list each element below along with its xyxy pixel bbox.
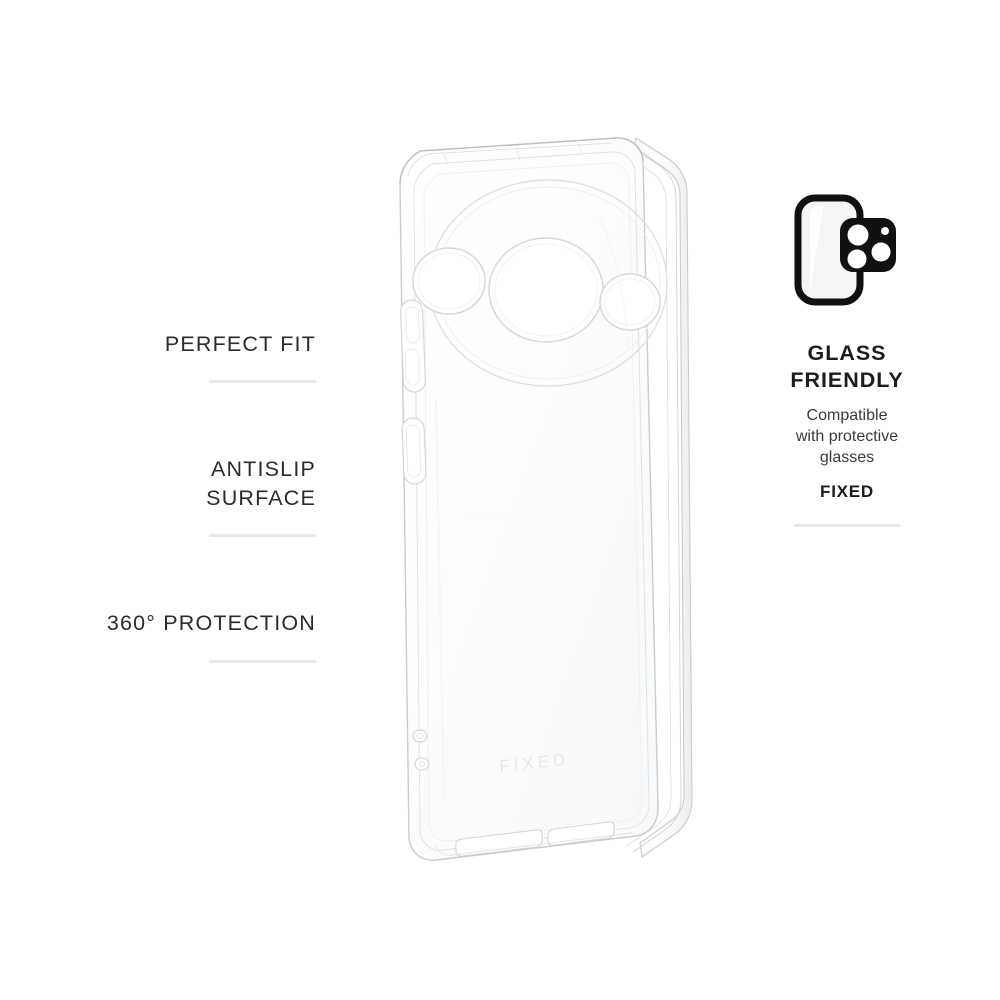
charging-port-cutout bbox=[547, 821, 615, 846]
case-side-port-holes bbox=[412, 729, 430, 771]
case-reflections bbox=[435, 219, 641, 801]
case-bottom-cutouts bbox=[435, 821, 633, 857]
camera-cutout bbox=[412, 179, 668, 387]
feature-label: PERFECT FIT bbox=[164, 332, 316, 356]
glass-friendly-badge: GLASS FRIENDLY Compatible with protectiv… bbox=[752, 190, 942, 527]
case-button-cutouts bbox=[400, 299, 427, 485]
feature-item-antislip-surface: ANTISLIP SURFACE bbox=[60, 455, 316, 538]
camera-lens-small bbox=[599, 273, 661, 331]
phone-case-drawing: FIXED bbox=[399, 137, 693, 861]
feature-divider bbox=[209, 534, 316, 538]
badge-divider bbox=[794, 523, 900, 527]
badge-subtitle: Compatible with protective glasses bbox=[795, 407, 899, 466]
feature-divider bbox=[209, 659, 316, 663]
case-top-lip bbox=[399, 137, 644, 185]
feature-label: ANTISLIP SURFACE bbox=[206, 457, 316, 510]
camera-lens-large bbox=[488, 237, 604, 343]
feature-item-360-protection: 360° PROTECTION bbox=[60, 609, 316, 663]
badge-title: GLASS FRIENDLY bbox=[790, 341, 904, 393]
case-side-wall bbox=[617, 137, 693, 858]
feature-list: PERFECT FIT ANTISLIP SURFACE 360° PROTEC… bbox=[60, 330, 316, 663]
feature-label: 360° PROTECTION bbox=[106, 611, 316, 636]
power-button-cutout bbox=[401, 417, 427, 485]
phone-case-illustration: FIXED bbox=[340, 100, 740, 900]
volume-rocker-cutout bbox=[400, 299, 426, 393]
feature-item-perfect-fit: PERFECT FIT bbox=[60, 330, 316, 384]
badge-brand: FIXED bbox=[820, 481, 874, 501]
speaker-cutout bbox=[455, 829, 543, 857]
camera-lens-medium bbox=[412, 247, 486, 315]
feature-divider bbox=[209, 380, 316, 384]
glass-friendly-phone-camera-icon bbox=[790, 190, 905, 310]
